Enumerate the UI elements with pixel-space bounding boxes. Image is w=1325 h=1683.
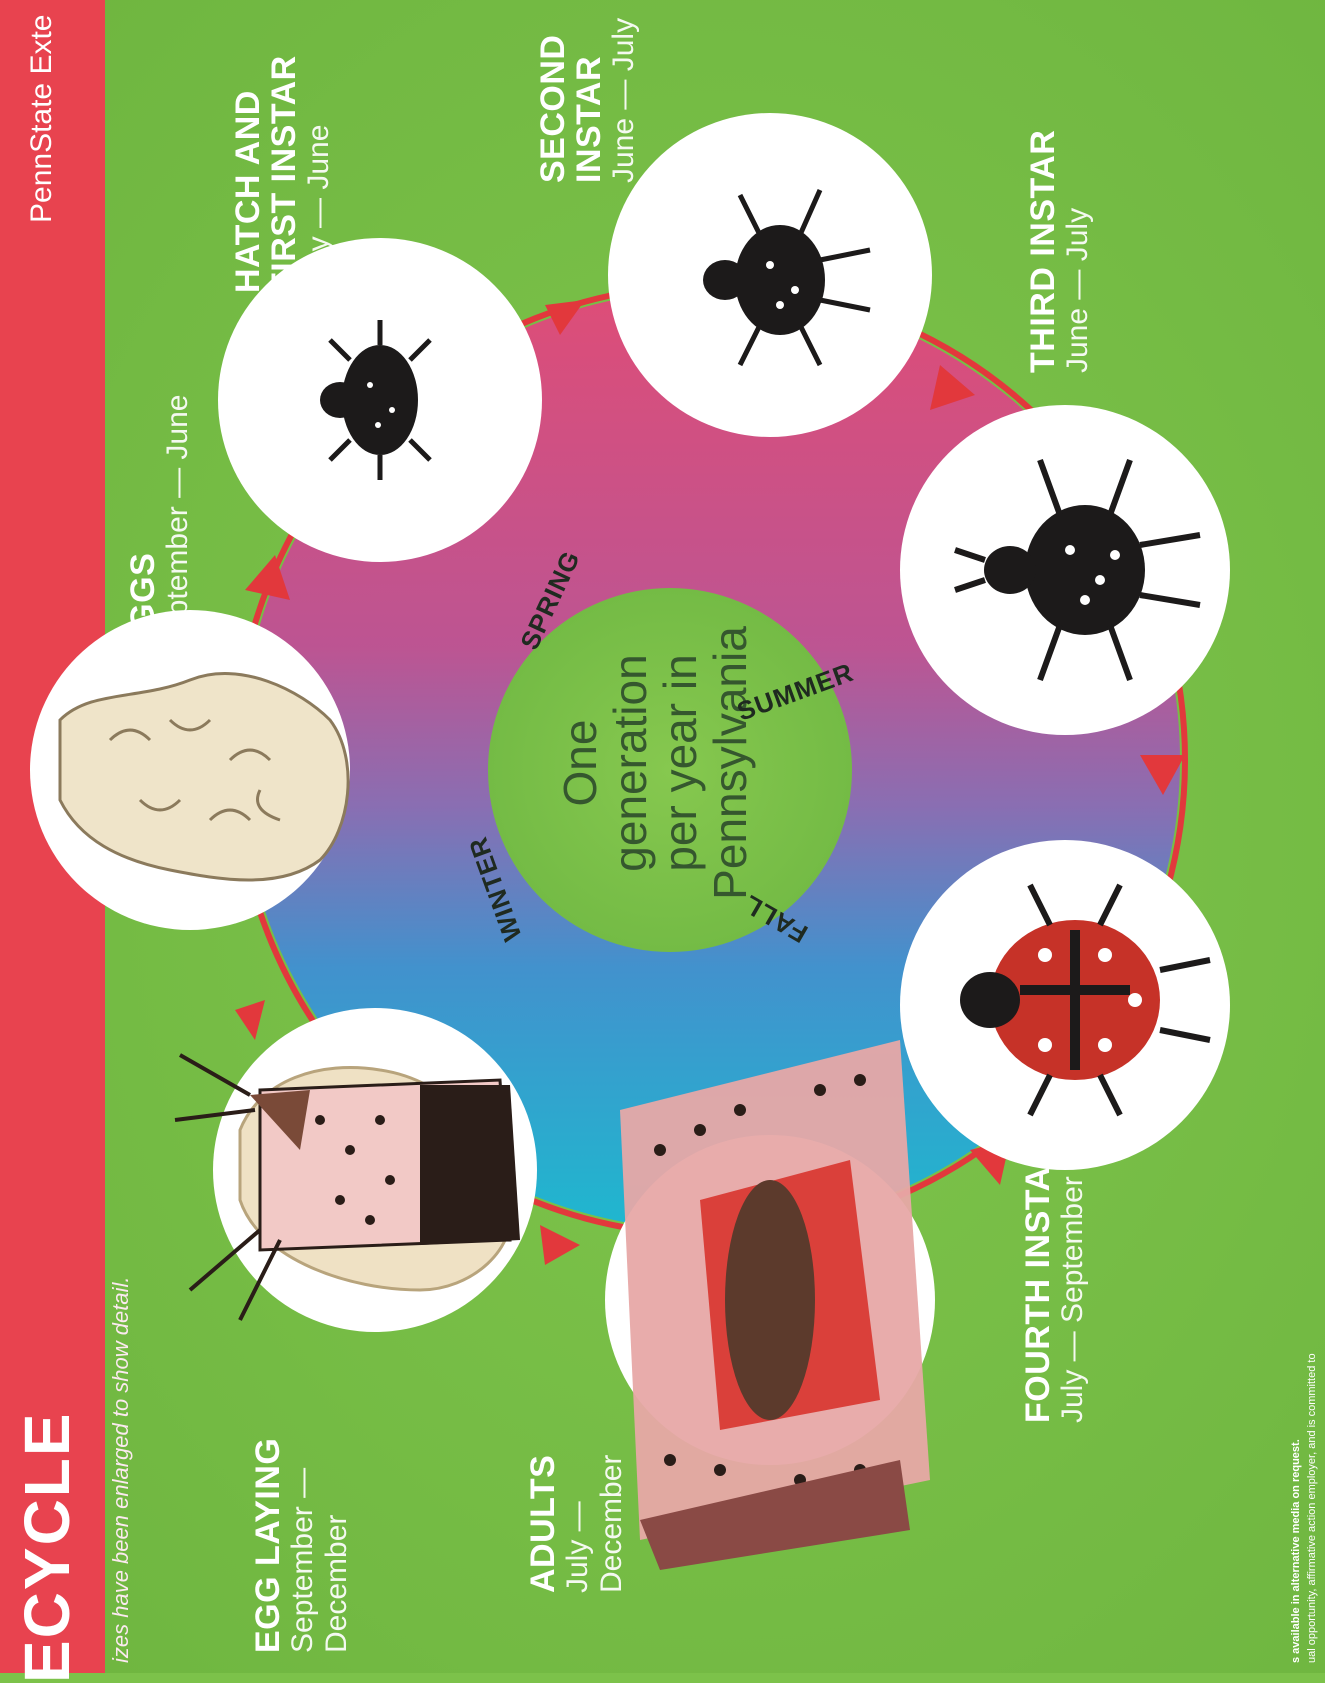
stage-label-adults: ADULTS July — December xyxy=(525,1455,629,1593)
stage-label-egg-laying: EGG LAYING September — December xyxy=(250,1438,354,1653)
stage-label-fourth-instar: FOURTH INSTAR July — September xyxy=(1020,1141,1090,1423)
footer-line-2: ual opportunity, affirmative action empl… xyxy=(1306,1353,1318,1663)
brand-name: PennState Exte xyxy=(25,15,59,223)
stage-label-hatch-first-instar: HATCH AND FIRST INSTAR May — June xyxy=(230,55,336,293)
stage-label-eggs: EGGS September — June xyxy=(125,395,195,653)
footer-line-1: s available in alternative media on requ… xyxy=(1290,1439,1302,1663)
stage-label-third-instar: THIRD INSTAR June — July xyxy=(1025,130,1095,373)
stage-label-second-instar: SECOND INSTAR June — July xyxy=(535,18,641,183)
center-caption: One generation per year in Pennsylvania xyxy=(555,603,755,923)
page-title: ECYCLE xyxy=(10,1411,84,1683)
season-label-fall: FALL xyxy=(738,888,813,949)
season-label-winter: WINTER xyxy=(462,832,528,945)
enlarged-note: izes have been enlarged to show detail. xyxy=(108,1277,134,1663)
